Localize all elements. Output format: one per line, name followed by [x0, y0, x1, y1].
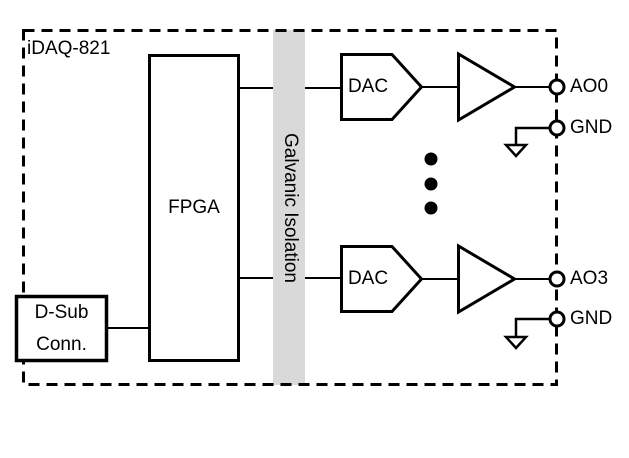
ground-wire-top [514, 126, 549, 144]
ellipsis-dot [424, 201, 438, 215]
dac-block-top [340, 53, 424, 121]
terminal-label-gnd-top: GND [570, 117, 613, 138]
dsub-label-line1: D-Sub [34, 302, 89, 323]
dac-label-bottom: DAC [347, 268, 389, 289]
ground-icon-bottom [503, 335, 529, 350]
ellipsis-dot [424, 152, 438, 166]
device-boundary [22, 29, 558, 386]
ground-symbol-bottom [503, 317, 549, 350]
amplifier-triangle-bottom [457, 243, 518, 315]
dac-block-bottom [340, 245, 424, 313]
galvanic-isolation-bar [273, 30, 305, 385]
terminal-circle-ao0 [548, 78, 566, 96]
terminal-circle-gnd-bottom [548, 310, 566, 328]
fpga-block [148, 54, 240, 362]
ground-wire-bottom [514, 317, 549, 336]
device-label: iDAQ-821 [27, 38, 111, 59]
ground-symbol-top [503, 126, 549, 158]
terminal-label-gnd-bottom: GND [570, 308, 613, 329]
terminal-circle-gnd-top [548, 119, 566, 137]
amplifier-triangle-top [457, 51, 518, 123]
dsub-label-line2: Conn. [36, 334, 87, 355]
fpga-label: FPGA [168, 197, 220, 218]
galvanic-isolation-label: Galvanic Isolation [280, 133, 301, 283]
terminal-label-ao0: AO0 [570, 76, 609, 97]
terminal-label-ao3: AO3 [570, 268, 609, 289]
dsub-connector-block [14, 294, 109, 363]
ellipsis-dots [424, 152, 438, 215]
ellipsis-dot [424, 177, 438, 191]
ground-icon-top [503, 143, 529, 158]
dac-label-top: DAC [347, 76, 389, 97]
terminal-circle-ao3 [548, 270, 566, 288]
